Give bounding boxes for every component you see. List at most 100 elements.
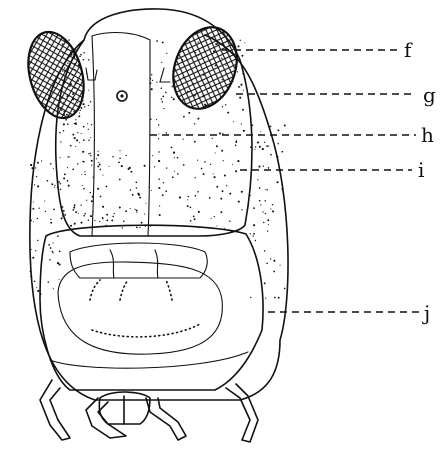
stipple-dot (80, 110, 81, 111)
leg-left (40, 380, 70, 440)
stipple-dot (119, 158, 121, 160)
stipple-dot (177, 157, 179, 159)
stipple-dot (72, 209, 74, 211)
stipple-dot (86, 200, 87, 201)
stipple-dot (253, 207, 255, 209)
stipple-dot (272, 204, 273, 205)
stipple-dot (250, 233, 251, 234)
stipple-dot (47, 180, 49, 182)
stipple-dot (209, 197, 211, 199)
stipple-dot (99, 164, 101, 166)
stipple-dot (50, 219, 51, 220)
stipple-dot (83, 126, 85, 128)
stipple-dot (250, 146, 252, 148)
stipple-dot (163, 182, 164, 183)
stipple-dot (76, 139, 78, 141)
stipple-dot (74, 137, 76, 139)
stipple-dot (284, 288, 286, 290)
stipple-dot (281, 151, 283, 153)
stipple-dot (82, 161, 83, 162)
stipple-dot (255, 240, 256, 241)
stipple-dot (81, 107, 83, 109)
stipple-dot (84, 171, 85, 172)
stipple-dot (239, 97, 241, 99)
stipple-dot (252, 235, 253, 236)
stipple-dot (259, 200, 261, 202)
stipple-dot (37, 162, 39, 164)
stipple-dot (201, 168, 203, 170)
stipple-dot (277, 129, 279, 131)
stipple-dot (203, 173, 205, 175)
stipple-dot (219, 132, 221, 134)
stipple-dot (85, 174, 86, 175)
stipple-dot (78, 115, 80, 117)
stipple-dot (53, 168, 54, 169)
stipple-dot (79, 112, 80, 113)
stipple-dot (267, 219, 269, 221)
stipple-dot (278, 297, 280, 299)
stipple-dot (90, 101, 92, 103)
stipple-dot (253, 224, 255, 226)
stipple-dot (123, 220, 125, 222)
stipple-dot (166, 167, 167, 168)
stipple-dot (33, 221, 34, 222)
label-f: f (404, 38, 413, 62)
stipple-dot (152, 80, 153, 81)
stipple-dot (156, 82, 157, 83)
stipple-dot (119, 179, 121, 181)
stipple-dot (67, 167, 68, 168)
stipple-dot (83, 215, 85, 217)
stipple-dot (61, 217, 63, 219)
stipple-dot (227, 112, 229, 114)
scutellum-dots (90, 280, 200, 337)
stipple-dot (100, 196, 102, 198)
stipple-dot (195, 177, 196, 178)
stipple-dot (144, 165, 146, 167)
stipple-dot (212, 138, 213, 139)
stipple-dot (134, 209, 135, 210)
stipple-dot (235, 141, 237, 143)
stipple-dot (50, 247, 52, 249)
stipple-dot (172, 176, 174, 178)
stipple-dot (57, 186, 58, 187)
stipple-dot (194, 141, 196, 143)
stipple-dot (35, 167, 36, 168)
stipple-dot (91, 200, 93, 202)
stipple-dot (211, 218, 212, 219)
stipple-dot (30, 219, 32, 221)
stipple-dot (151, 88, 153, 90)
stipple-dot (274, 297, 276, 299)
stipple-dot (91, 160, 93, 162)
left-antenna-mark (86, 68, 97, 80)
stipple-dot (45, 211, 46, 212)
stipple-dot (81, 133, 82, 134)
stipple-dot (62, 206, 64, 208)
stipple-dot (243, 130, 245, 132)
stipple-dot (93, 177, 94, 178)
stipple-dot (158, 138, 159, 139)
mesonotum-divider-right (155, 250, 158, 278)
stipple-dot (35, 250, 36, 251)
stipple-dot (130, 171, 132, 173)
frons-band (92, 36, 94, 236)
stipple-dot (156, 40, 158, 42)
right-compound-eye (162, 18, 247, 117)
stipple-dot (214, 176, 216, 178)
stipple-dot (265, 213, 266, 214)
stipple-dot (88, 90, 89, 91)
stipple-dot (238, 45, 240, 47)
stipple-dot (118, 162, 120, 164)
stipple-dot (136, 212, 137, 213)
stipple-dot (225, 104, 226, 105)
stipple-dot (158, 124, 159, 125)
stipple-dot (270, 126, 272, 128)
stipple-dot (64, 173, 66, 175)
stipple-dot (222, 190, 224, 192)
stipple-dot (63, 130, 65, 132)
stipple-dot (70, 145, 72, 147)
stipple-dot (235, 170, 237, 172)
stipple-dot (90, 192, 92, 194)
stipple-dot (241, 123, 242, 124)
stipple-dot (88, 129, 89, 130)
stipple-dot (238, 201, 240, 203)
